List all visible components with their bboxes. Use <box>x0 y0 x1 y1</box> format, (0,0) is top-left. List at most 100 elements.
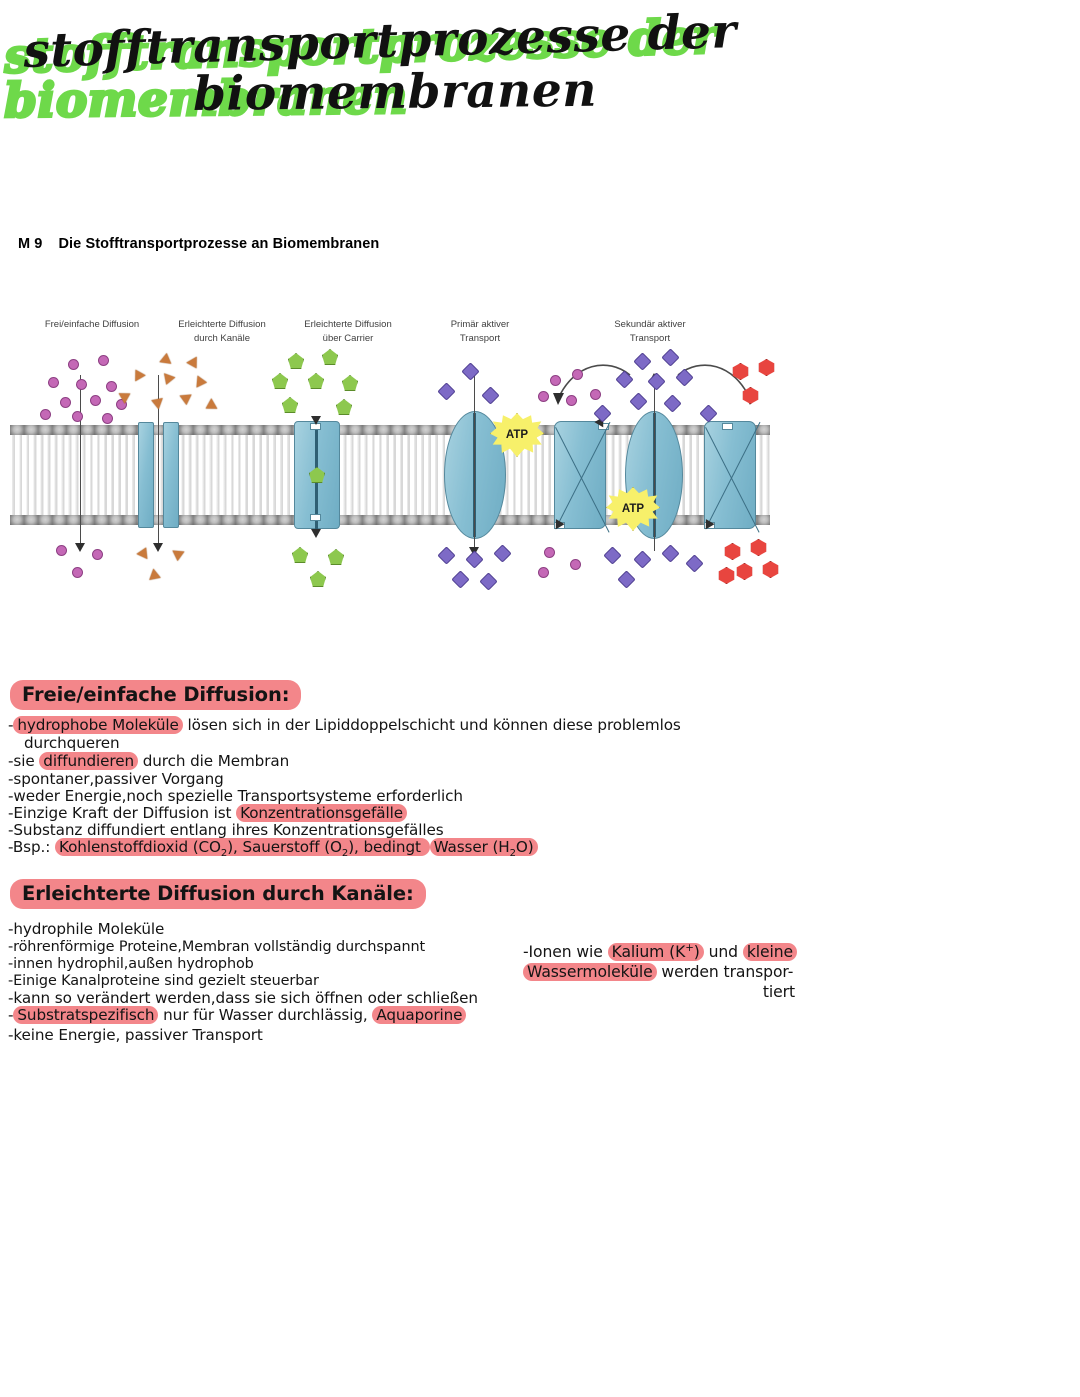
highlighted-term: Aquaporine <box>372 1006 467 1024</box>
lipid-heads-upper <box>10 425 770 435</box>
diagram-column-label-5: Sekundär aktiver Transport <box>580 318 720 346</box>
kalium-end: ) <box>693 943 700 962</box>
figure-caption-number: M 9 <box>18 236 43 252</box>
note-bullet: -hydrophile Moleküle <box>8 920 165 938</box>
figure-caption-text: Die Stofftransportprozesse an Biomembran… <box>58 236 380 252</box>
carrier-arrow-top-head <box>311 416 321 425</box>
note-bullet: -keine Energie, passiver Transport <box>8 1026 263 1044</box>
particle-circle <box>56 545 67 556</box>
particle-pentagon <box>342 375 358 391</box>
particle-triangle <box>130 366 146 382</box>
bullet-text: keine Energie, passiver Transport <box>13 1026 263 1044</box>
particle-hexagon <box>736 563 753 580</box>
particle-pentagon <box>310 571 326 587</box>
example-wasser-end: O) <box>515 838 534 856</box>
particle-circle <box>566 395 577 406</box>
lipid-bilayer: ATP ATP <box>10 348 779 591</box>
col4-line1: Primär aktiver <box>450 319 510 330</box>
bullet-text: kann so verändert werden,dass sie sich ö… <box>13 989 478 1007</box>
particle-pentagon <box>282 397 298 413</box>
bullet-marker: - <box>8 804 14 822</box>
particle-triangle <box>196 375 208 389</box>
particle-circle <box>538 391 549 402</box>
note-bullet: -Einige Kanalproteine sind gezielt steue… <box>8 974 319 988</box>
carrier-arrow-bottom-head <box>311 529 321 538</box>
page-title-line-2: biomembranen <box>0 63 760 122</box>
particle-triangle <box>186 356 202 372</box>
particle-triangle <box>202 398 218 414</box>
diagram-column-label-1: Frei/einfache Diffusion <box>22 318 162 332</box>
kalium-text: Kalium (K <box>611 943 686 962</box>
example-bedingt: ), bedingt <box>348 838 426 856</box>
bullet-text: Bsp.: <box>12 838 55 856</box>
side-note-text: Ionen wie <box>528 943 608 962</box>
particle-square <box>685 554 704 573</box>
particle-square <box>479 572 498 591</box>
note-bullet-continuation: durchqueren <box>24 734 120 752</box>
bullet-marker: - <box>8 838 13 856</box>
highlighted-term: Konzentrationsgefälle <box>236 804 407 822</box>
bullet-marker: - <box>8 989 14 1007</box>
example-co2: Kohlenstoffdioxid (CO <box>59 838 221 856</box>
highlighted-wassermolekuele: Wassermoleküle <box>523 963 657 982</box>
col3-line1: Erleichterte Diffusion <box>304 319 392 330</box>
side-note-text: werden transpor- <box>656 963 794 982</box>
bullet-marker: - <box>8 752 14 770</box>
particle-square <box>633 550 652 569</box>
bullet-text: spontaner,passiver Vorgang <box>13 770 224 788</box>
particle-circle <box>572 369 583 380</box>
diagram-column-label-3: Erleichterte Diffusion über Carrier <box>278 318 418 346</box>
highlighted-kleine: kleine <box>742 943 798 962</box>
particle-circle <box>76 379 87 390</box>
subscript: 2 <box>341 848 349 860</box>
diffusion-arrow-2 <box>158 375 160 545</box>
bullet-text: Substanz diffundiert entlang ihres Konze… <box>13 821 444 839</box>
particle-square <box>451 570 470 589</box>
particle-circle <box>116 399 127 410</box>
particle-square <box>437 546 456 565</box>
section-heading-channel-diffusion: Erleichterte Diffusion durch Kanäle: <box>10 879 426 909</box>
diagram-column-label-2: Erleichterte Diffusion durch Kanäle <box>152 318 292 346</box>
particle-pentagon <box>328 549 344 565</box>
particle-triangle <box>149 568 163 584</box>
subscript: 2 <box>220 848 228 860</box>
section1-heading-text: Freie/einfache Diffusion: <box>10 680 302 710</box>
secondary-pump-arrow <box>654 375 656 551</box>
bullet-marker: - <box>8 956 14 972</box>
superscript: + <box>685 942 694 954</box>
particle-triangle <box>179 394 193 406</box>
bullet-marker: - <box>8 939 14 955</box>
carrier-protein-secondary-left <box>554 421 606 529</box>
side-note-text: und <box>703 943 743 962</box>
highlighted-example-2: Wasser (H2O) <box>429 838 538 859</box>
col2-line1: Erleichterte Diffusion <box>178 319 266 330</box>
diagram-column-label-4: Primär aktiver Transport <box>410 318 550 346</box>
particle-circle <box>40 409 51 420</box>
bullet-text: nur für Wasser durchlässig, <box>158 1006 373 1024</box>
particle-pentagon <box>322 349 338 365</box>
particle-circle <box>48 377 59 388</box>
bullet-marker: - <box>8 716 14 734</box>
note-bullet-example: -Bsp.: Kohlenstoffdioxid (CO2), Sauersto… <box>8 838 538 860</box>
bullet-text: hydrophile Moleküle <box>13 920 165 938</box>
particle-circle <box>98 355 109 366</box>
note-bullet: -spontaner,passiver Vorgang <box>8 770 224 788</box>
particle-triangle <box>136 544 152 560</box>
side-note-text-tier: tiert <box>762 983 795 1002</box>
particle-hexagon <box>742 387 759 404</box>
particle-hexagon <box>750 539 767 556</box>
bullet-marker: - <box>8 787 14 805</box>
highlighted-term: hydrophobe Moleküle <box>13 716 183 734</box>
bullet-text: röhrenförmige Proteine,Membran vollständ… <box>13 939 426 955</box>
carrier-protein-secondary-right <box>704 421 756 529</box>
particle-square <box>617 570 636 589</box>
note-bullet: -weder Energie,noch spezielle Transports… <box>8 787 463 805</box>
note-bullet: -Einzige Kraft der Diffusion ist Konzent… <box>8 804 407 822</box>
particle-hexagon <box>762 561 779 578</box>
bullet-text: durchqueren <box>24 734 120 752</box>
bullet-marker: - <box>8 920 14 938</box>
col4-line2: Transport <box>459 332 501 344</box>
diffusion-arrow-1 <box>80 375 82 545</box>
bullet-marker: - <box>8 973 14 989</box>
